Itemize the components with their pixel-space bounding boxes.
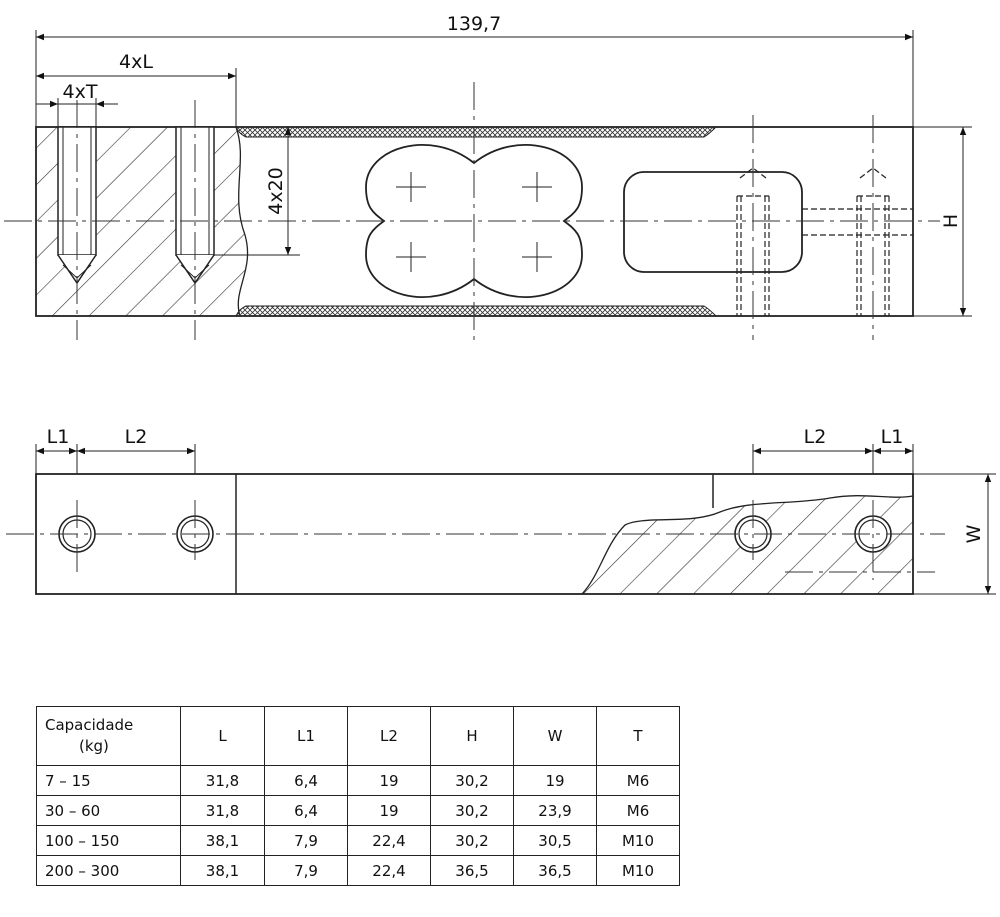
col-header-t: T	[596, 706, 680, 766]
cell-t: M6	[596, 795, 680, 826]
table-row: 7 – 15 31,8 6,4 19 30,2 19 M6	[36, 765, 680, 796]
col-header-l2: L2	[347, 706, 431, 766]
hidden-cable-channel	[802, 208, 913, 236]
cell-l: 31,8	[180, 795, 265, 826]
total-length-label: 139,7	[447, 13, 501, 35]
dim-depth: 4x20	[214, 127, 300, 256]
table-row: 200 – 300 38,1 7,9 22,4 36,5 36,5 M10	[36, 855, 680, 886]
top-coating-strip	[235, 126, 718, 138]
depth-label: 4x20	[265, 167, 287, 215]
cutout-center-crosses	[396, 172, 552, 272]
cell-l2: 19	[347, 795, 431, 826]
break-line	[235, 126, 249, 317]
hidden-hole-2	[856, 167, 890, 316]
bottom-coating-strip	[235, 305, 718, 317]
col-header-capacity: Capacidade (kg)	[36, 706, 181, 766]
cell-capacity: 200 – 300	[36, 855, 181, 886]
cell-w: 30,5	[513, 825, 597, 856]
dim-right-l1-l2: L2 L1	[752, 426, 914, 474]
cell-w: 19	[513, 765, 597, 796]
right-l2-label: L2	[804, 426, 827, 448]
cell-l1: 6,4	[264, 765, 348, 796]
capacity-spec-table: Capacidade (kg) L L1 L2 H W T 7 – 15 31,…	[36, 706, 680, 886]
top-view: L1 L2 L2 L1 W	[6, 426, 996, 595]
table-header-row: Capacidade (kg) L L1 L2 H W T	[36, 706, 680, 766]
dim-thread: 4xT	[36, 81, 118, 127]
thread-label: 4xT	[63, 81, 98, 103]
col-header-w: W	[513, 706, 597, 766]
cell-t: M10	[596, 855, 680, 886]
cell-capacity: 7 – 15	[36, 765, 181, 796]
cell-l: 31,8	[180, 765, 265, 796]
cell-l: 38,1	[180, 825, 265, 856]
cable-slot	[623, 171, 803, 273]
left-l2-label: L2	[125, 426, 148, 448]
dim-pitch: 4xL	[36, 51, 237, 127]
cell-h: 30,2	[430, 825, 514, 856]
dim-height: H	[913, 126, 972, 317]
col-header-l: L	[180, 706, 265, 766]
front-center-lines	[4, 82, 940, 345]
pitch-label: 4xL	[119, 51, 153, 73]
cell-capacity: 100 – 150	[36, 825, 181, 856]
cell-l1: 7,9	[264, 825, 348, 856]
dim-width: W	[913, 473, 996, 595]
cell-w: 23,9	[513, 795, 597, 826]
cell-l1: 6,4	[264, 795, 348, 826]
cell-h: 30,2	[430, 765, 514, 796]
col-header-h: H	[430, 706, 514, 766]
cell-t: M10	[596, 825, 680, 856]
cell-l: 38,1	[180, 855, 265, 886]
hidden-hole-1	[736, 167, 770, 316]
cell-l2: 22,4	[347, 855, 431, 886]
right-l1-label: L1	[881, 426, 904, 448]
cell-l1: 7,9	[264, 855, 348, 886]
cell-capacity: 30 – 60	[36, 795, 181, 826]
table-row: 100 – 150 38,1 7,9 22,4 30,2 30,5 M10	[36, 825, 680, 856]
col-header-l1: L1	[264, 706, 348, 766]
cell-l2: 22,4	[347, 825, 431, 856]
height-label: H	[940, 214, 962, 228]
dim-left-l1-l2: L1 L2	[35, 426, 196, 474]
capacity-header-line1: Capacidade	[45, 716, 134, 734]
top-center-lines	[6, 500, 945, 580]
load-cell-drawing: 139,7 4xL 4xT 4x20 H	[4, 13, 996, 595]
left-l1-label: L1	[47, 426, 70, 448]
dim-total-length: 139,7	[35, 13, 914, 127]
cell-t: M6	[596, 765, 680, 796]
top-break-line	[581, 495, 914, 595]
cell-l2: 19	[347, 765, 431, 796]
capacity-header-line2: (kg)	[79, 737, 109, 755]
cell-h: 36,5	[430, 855, 514, 886]
front-view: 139,7 4xL 4xT 4x20 H	[4, 13, 972, 345]
width-label: W	[963, 524, 985, 543]
cell-h: 30,2	[430, 795, 514, 826]
cell-w: 36,5	[513, 855, 597, 886]
table-row: 30 – 60 31,8 6,4 19 30,2 23,9 M6	[36, 795, 680, 826]
